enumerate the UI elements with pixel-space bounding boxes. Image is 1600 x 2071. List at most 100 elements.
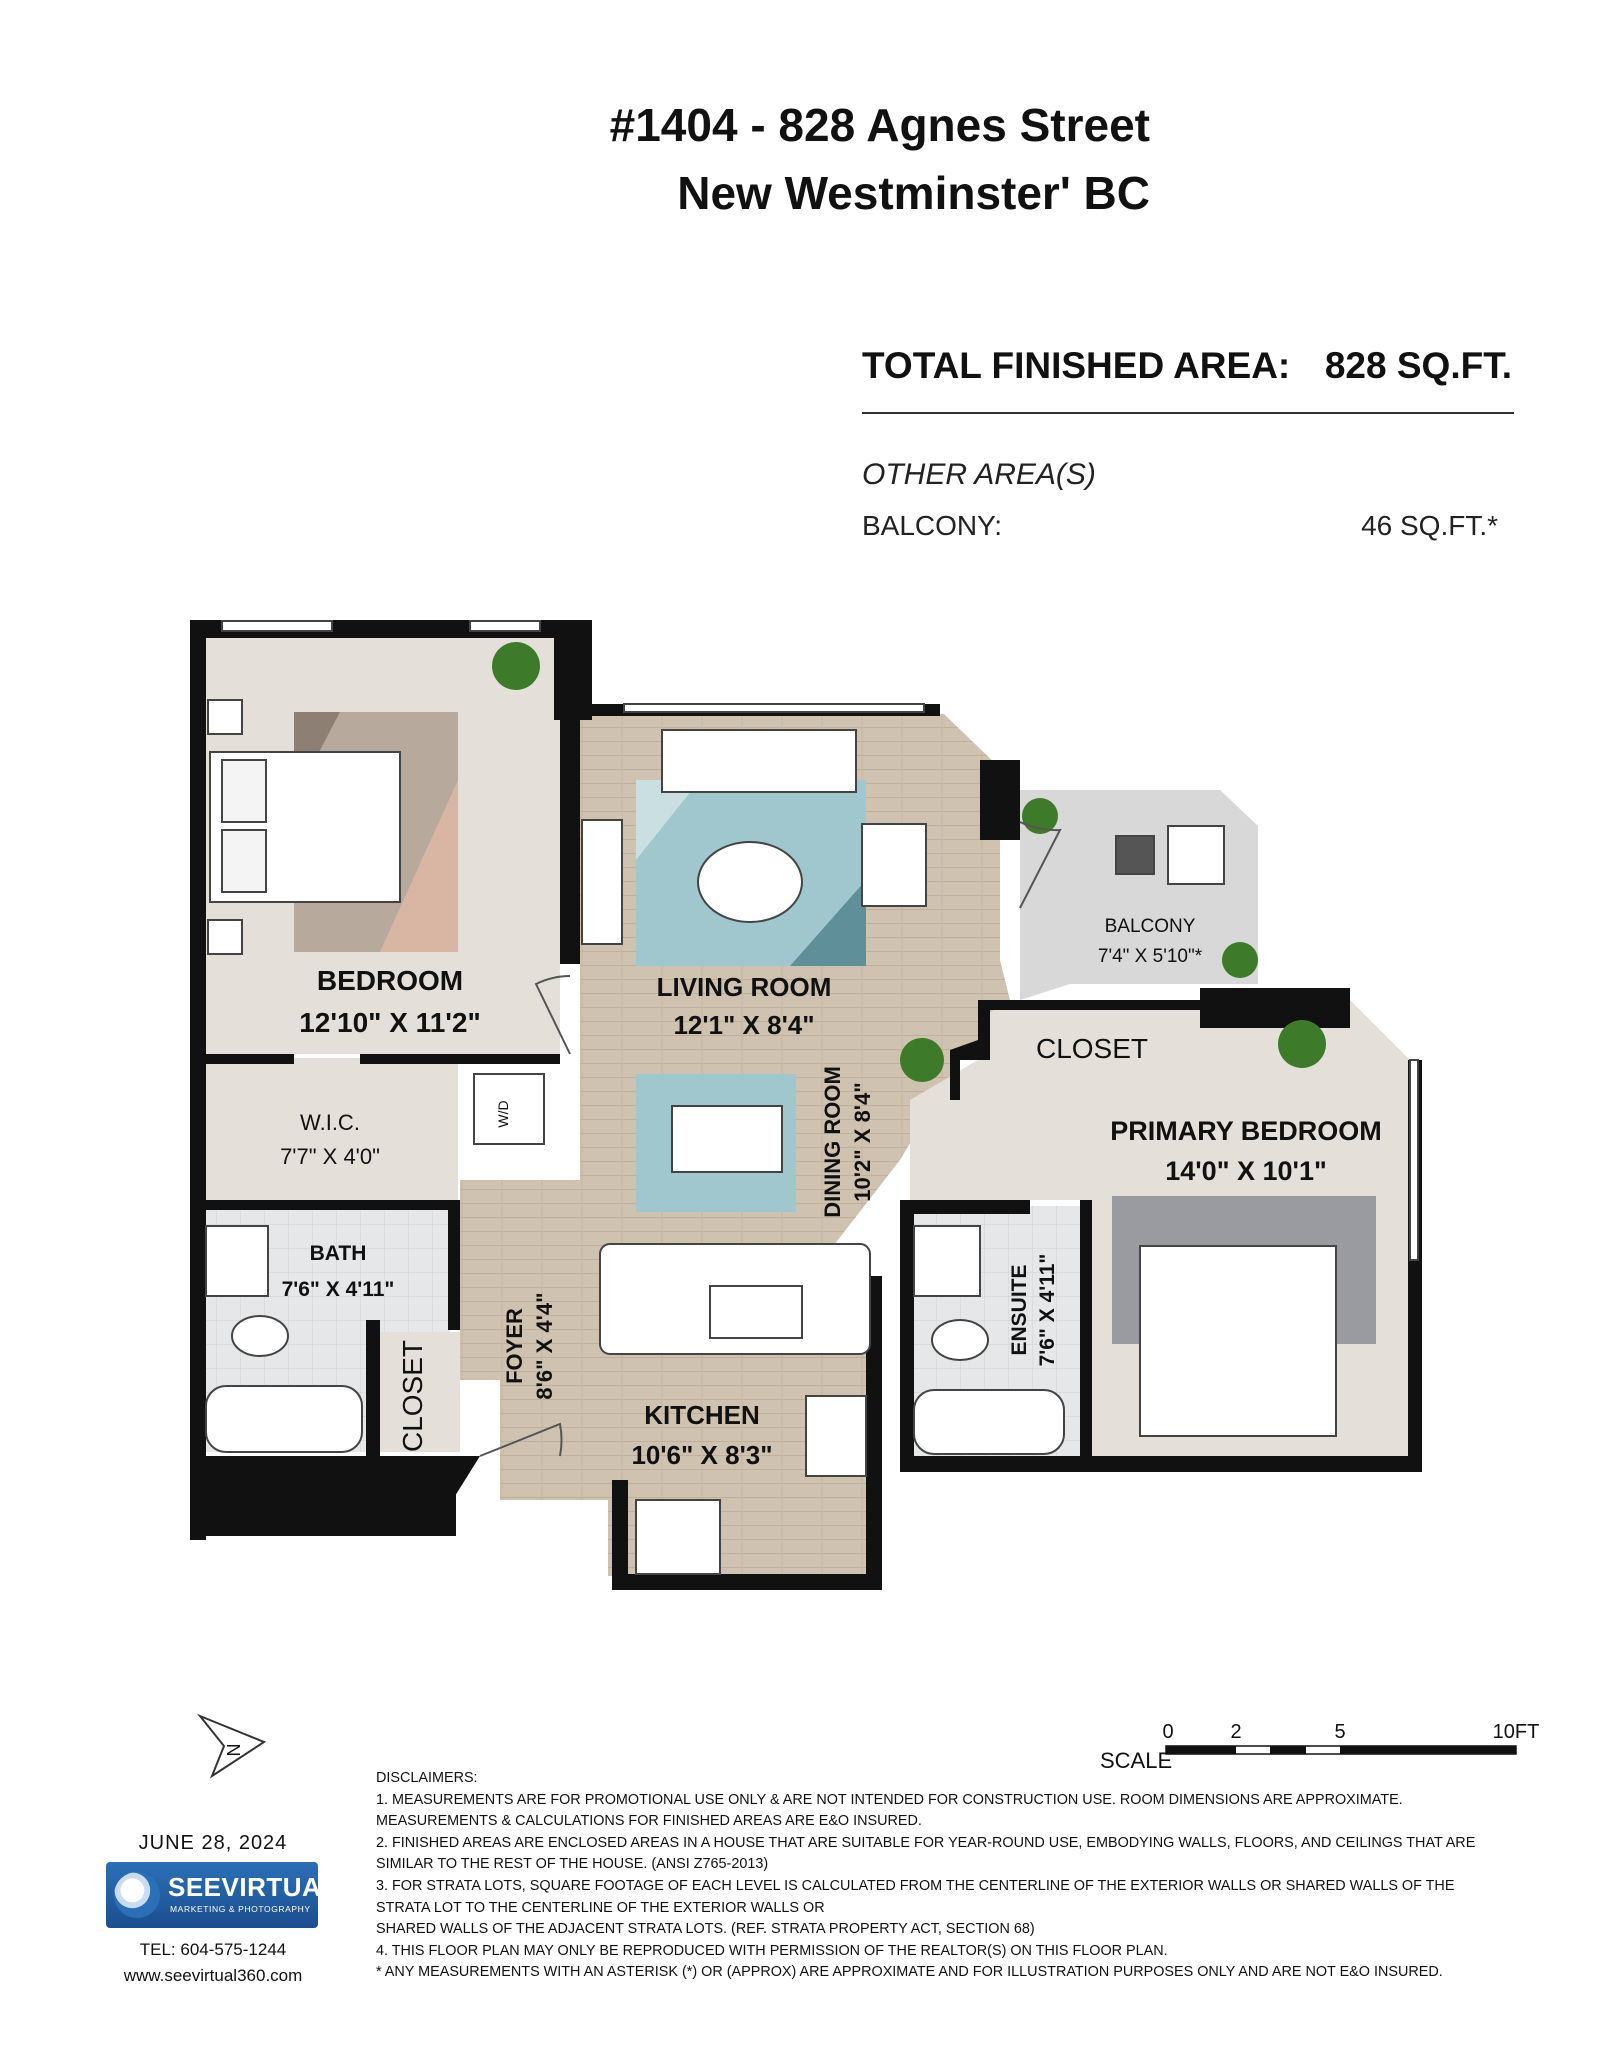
wall-ensuite-top xyxy=(900,1200,1030,1214)
bedroom-dims: 12'10" X 11'2" xyxy=(299,1007,481,1038)
dining-dims: 10'2" X 8'4" xyxy=(850,1082,875,1201)
wic-dims: 7'7" X 4'0" xyxy=(280,1144,380,1169)
disclaimer-line: 4. THIS FLOOR PLAN MAY ONLY BE REPRODUCE… xyxy=(376,1942,1168,1959)
stove xyxy=(805,1395,867,1477)
fridge xyxy=(635,1499,721,1575)
wall-kitchen-right xyxy=(866,1276,882,1590)
disclaimer-line: SIMILAR TO THE REST OF THE HOUSE. (ANSI … xyxy=(376,1856,769,1873)
scale-segment-2 xyxy=(1270,1746,1306,1754)
washer-dryer xyxy=(473,1073,545,1145)
bath-name: BATH xyxy=(310,1242,367,1265)
logo-swirl-icon xyxy=(114,1872,160,1918)
disclaimer-line: 1. MEASUREMENTS ARE FOR PROMOTIONAL USE … xyxy=(376,1791,1403,1808)
wall-kitchen-bottom xyxy=(612,1574,882,1590)
ensuite-toilet xyxy=(931,1319,989,1361)
disclaimer-line: SHARED WALLS OF THE ADJACENT STRATA LOTS… xyxy=(376,1921,1035,1938)
balcony-name: BALCONY xyxy=(1105,916,1196,937)
closet-primary-name: CLOSET xyxy=(1036,1033,1148,1064)
plant-icon-4 xyxy=(900,1038,944,1082)
walls xyxy=(190,620,1422,1590)
phone-number: TEL: 604-575-1244 xyxy=(139,1940,287,1959)
wall-bath-right xyxy=(448,1200,460,1330)
window-bedroom-2 xyxy=(469,620,541,632)
plant-icon-5 xyxy=(1278,1020,1326,1068)
scale-tick-2: 2 xyxy=(1230,1721,1241,1743)
disclaimer-line: 3. FOR STRATA LOTS, SQUARE FOOTAGE OF EA… xyxy=(376,1877,1455,1894)
total-area-row: TOTAL FINISHED AREA: 828 SQ.FT. xyxy=(862,345,1512,387)
wd-label: W/D xyxy=(495,1100,511,1127)
primary-bed xyxy=(1139,1245,1337,1437)
logo-name: SEEVIRTUAL xyxy=(168,1872,338,1902)
total-area-label: TOTAL FINISHED AREA: xyxy=(862,345,1291,386)
ensuite-dims: 7'6" X 4'11" xyxy=(1036,1254,1059,1367)
primary-bedroom-name: PRIMARY BEDROOM xyxy=(1110,1116,1382,1146)
wall-bedroom-bottom-2 xyxy=(360,1054,560,1064)
wall-bottom-left xyxy=(190,1456,456,1536)
balcony-chair xyxy=(1167,825,1225,885)
closet-foyer-name: CLOSET xyxy=(397,1340,428,1452)
toilet xyxy=(231,1315,289,1357)
wall-living-pillar xyxy=(980,760,1020,840)
vanity xyxy=(205,1225,269,1297)
disclaimer-line: DISCLAIMERS: xyxy=(376,1770,478,1786)
north-arrow: N xyxy=(196,1713,267,1779)
wall-bottom-left-chamfer xyxy=(430,1456,480,1536)
plant-icon xyxy=(492,642,540,690)
scale-bar: 0 2 5 10FT xyxy=(1162,1721,1540,1755)
living-rug-pattern-2 xyxy=(790,880,866,966)
pillow-2 xyxy=(221,829,267,893)
door-foyer xyxy=(479,1422,563,1457)
foyer-floor xyxy=(460,1180,608,1500)
door-balcony xyxy=(1019,821,1062,909)
nightstand xyxy=(207,699,243,735)
scale-label: SCALE xyxy=(1100,1748,1173,1773)
plant-icon-3 xyxy=(1222,942,1258,978)
foyer-dims: 8'6" X 4'4" xyxy=(532,1292,557,1399)
window-living xyxy=(623,703,925,713)
disclaimers: DISCLAIMERS: 1. MEASUREMENTS ARE FOR PRO… xyxy=(376,1768,1516,1984)
dining-name: DINING ROOM xyxy=(820,1066,845,1218)
wall-bedroom-bottom xyxy=(204,1054,294,1064)
living-dims: 12'1" X 8'4" xyxy=(673,1010,814,1040)
bedroom-name: BEDROOM xyxy=(317,965,463,996)
disclaimer-line: * ANY MEASUREMENTS WITH AN ASTERISK (*) … xyxy=(376,1964,1443,1981)
pillow xyxy=(221,759,267,823)
scale-segment xyxy=(1166,1746,1236,1754)
living-rug-pattern xyxy=(636,780,700,860)
balcony-dims: 7'4" X 5'10"* xyxy=(1098,946,1203,967)
wall-kitchen-left xyxy=(612,1480,628,1590)
logo-tagline: MARKETING & PHOTOGRAPHY xyxy=(170,1904,311,1914)
wall-ensuite-right xyxy=(1080,1200,1092,1470)
armchair xyxy=(861,823,927,907)
living-name: LIVING ROOM xyxy=(657,972,832,1002)
ensuite-vanity xyxy=(913,1225,981,1297)
wall-foyer-closet xyxy=(366,1320,380,1460)
plan-date: JUNE 28, 2024 xyxy=(138,1832,288,1854)
wic-floor xyxy=(204,1058,458,1202)
coffee-table xyxy=(697,841,803,923)
scale-tick-10: 10FT xyxy=(1493,1721,1540,1743)
sofa xyxy=(661,729,857,793)
disclaimer-line: STRATA LOT TO THE CENTERLINE OF THE EXTE… xyxy=(376,1899,825,1916)
foyer-name: FOYER xyxy=(502,1308,527,1384)
north-arrow-icon xyxy=(196,1713,267,1779)
balcony-table xyxy=(1115,835,1155,875)
scale-segment-3 xyxy=(1340,1746,1516,1754)
wall-wic-bottom xyxy=(204,1200,454,1210)
kitchen-dims: 10'6" X 8'3" xyxy=(631,1440,772,1470)
window-bedroom xyxy=(221,620,333,632)
balcony-area-value: 46 SQ.FT.* xyxy=(1361,510,1498,541)
wall-living-left xyxy=(560,714,580,964)
website-link[interactable]: www.seevirtual360.com xyxy=(123,1966,303,1985)
foyer-closet-floor xyxy=(376,1332,460,1452)
ensuite-tub xyxy=(913,1389,1065,1455)
plants xyxy=(492,642,1326,1082)
scale-tick-0: 0 xyxy=(1162,1721,1173,1743)
bath-dims: 7'6" X 4'11" xyxy=(282,1278,395,1301)
north-label: N xyxy=(224,1744,244,1757)
balcony-area-label: BALCONY: xyxy=(862,510,1003,541)
address-line-2: New Westminster' BC xyxy=(677,167,1150,219)
disclaimer-line: MEASUREMENTS & CALCULATIONS FOR FINISHED… xyxy=(376,1813,922,1830)
wall-bedroom-right xyxy=(554,620,592,720)
total-area-value: 828 SQ.FT. xyxy=(1324,345,1512,386)
